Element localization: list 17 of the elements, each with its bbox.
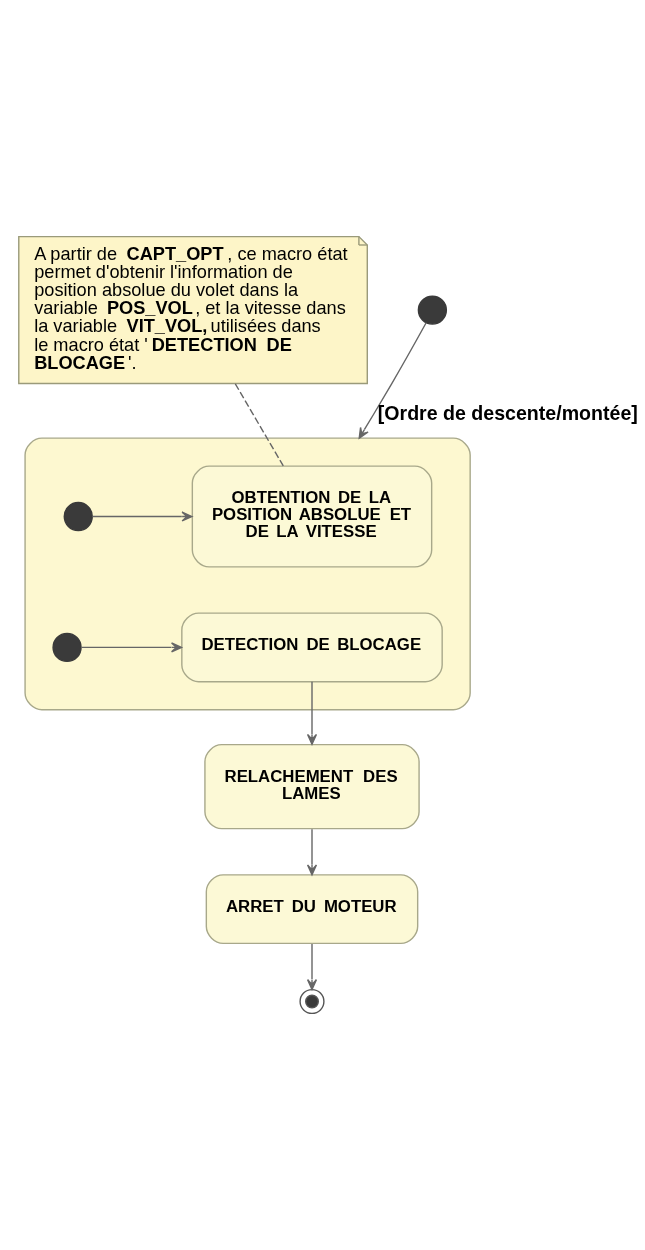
node-box: ARRET DU MOTEUR <box>205 874 419 945</box>
arrow <box>80 642 183 653</box>
node-box: OBTENTION DE LA POSITION ABSOLUE ET DE LA VITESSE <box>191 465 433 568</box>
node-circle <box>63 501 93 532</box>
connector <box>234 383 284 467</box>
node-bullseye <box>299 988 325 1015</box>
arrow <box>358 322 427 439</box>
edge-label: [Ordre de descente/montée] <box>377 402 638 425</box>
arrow <box>306 828 318 876</box>
node-circle <box>417 295 448 325</box>
node-box: DETECTION DE BLOCAGE <box>181 612 443 683</box>
node-box: RELACHEMENT DES LAMES <box>204 743 420 830</box>
arrow <box>306 943 318 991</box>
node-circle <box>52 632 82 663</box>
arrow <box>306 681 318 745</box>
cluster <box>24 437 471 711</box>
arrow <box>91 511 193 522</box>
